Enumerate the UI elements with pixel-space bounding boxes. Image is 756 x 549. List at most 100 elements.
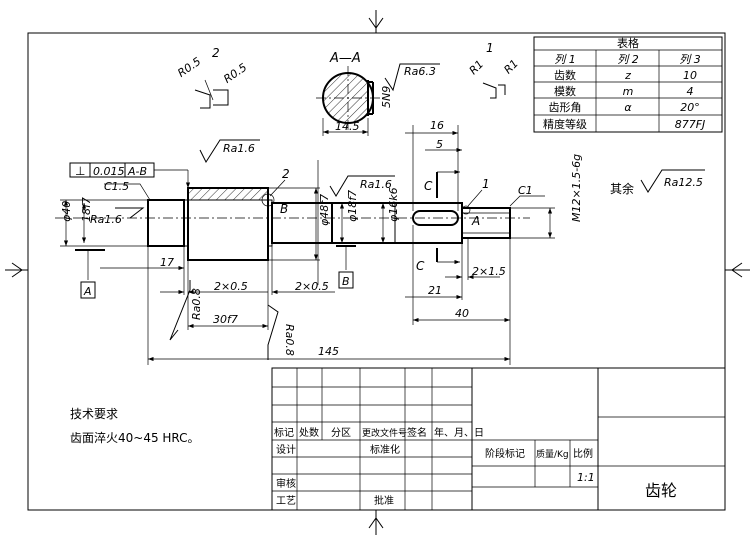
detail-view-2: 2 R0.5 R0.5 (175, 46, 249, 109)
dim-16-5: 16 5 (405, 119, 462, 211)
tb-weight: 质量/Kg (536, 448, 569, 460)
label-b: B (280, 202, 288, 216)
thread-spec: M12×1.5-6g (570, 154, 583, 222)
tb-date: 年、月、日 (434, 426, 484, 439)
shaft-main-view (55, 187, 530, 261)
dia-18f7-left: 18f7 (80, 197, 93, 222)
len-5: 5 (436, 138, 443, 151)
roughness-mid: Ra1.6 (329, 175, 395, 197)
tech-line-1: 齿面淬火40~45 HRC。 (70, 430, 200, 445)
ra-top: Ra1.6 (223, 142, 255, 155)
dim-145: 145 (148, 238, 511, 365)
tolerance-value: 0.015 (93, 165, 125, 178)
groove-2x05-b: 2×0.5 (295, 280, 329, 293)
roughness-bottom-2: Ra0.8 (267, 304, 296, 360)
len-145: 145 (318, 345, 339, 358)
tb-approve: 批准 (374, 494, 394, 507)
ra-bottom-1: Ra0.8 (190, 288, 203, 320)
mark-c-bottom: C (416, 259, 425, 273)
other-roughness-value: Ra12.5 (664, 176, 703, 189)
tb-sign: 签名 (407, 426, 427, 439)
tb-stage-mark: 阶段标记 (485, 447, 525, 460)
detail-2-r-left: R0.5 (175, 55, 203, 80)
len-30f7: 30f7 (213, 313, 238, 326)
detail-1-label: 1 (486, 41, 494, 55)
tb-review: 审核 (276, 477, 296, 490)
dim-right-bottom: 2×1.5 21 40 (405, 225, 510, 325)
roughness-left: Ra1.6 (90, 207, 145, 226)
section-roughness: Ra6.3 (404, 65, 436, 78)
title-block: 标记 处数 分区 更改文件号 签名 年、月、日 设计 标准化 阶段标记 质量/K… (271, 367, 726, 511)
dim-17: 17 (100, 246, 184, 365)
other-roughness-prefix: 其余 (610, 181, 634, 196)
other-roughness: 其余 Ra12.5 (610, 169, 705, 196)
chamfer-left: C1.5 (104, 180, 129, 193)
ra-left: Ra1.6 (90, 213, 122, 226)
section-width: 14.5 (335, 120, 360, 133)
mark-2: 2 (282, 167, 290, 181)
tb-scale-label: 比例 (573, 447, 593, 460)
section-label: A—A (329, 51, 361, 66)
roughness-top: Ra1.6 (199, 139, 260, 164)
tech-title: 技术要求 (70, 407, 118, 421)
table-header-1: 列 1 (554, 53, 576, 66)
datum-a: A (83, 285, 92, 298)
left-dimensions: φ40 18f7 C1.5 A (60, 180, 151, 299)
tb-mark: 标记 (274, 427, 294, 439)
dia-48f7: φ48f7 (318, 194, 331, 226)
table-header-3: 列 3 (679, 53, 701, 66)
dia-18f7-right: φ18f7 (346, 190, 359, 222)
dia-16k6: φ16k6 (387, 187, 400, 222)
table-cell: z (624, 69, 631, 82)
section-cut-c: C C (416, 169, 460, 273)
len-21: 21 (428, 284, 442, 297)
mark-c-top: C (424, 179, 433, 193)
table-header-2: 列 2 (617, 53, 639, 66)
table-cell: 877FJ (675, 118, 706, 131)
detail-1-r-right: R1 (501, 57, 521, 77)
dim-grooves: 2×0.5 2×0.5 30f7 (160, 246, 335, 330)
len-16: 16 (430, 119, 444, 132)
centering-marks (5, 10, 750, 535)
tb-count: 处数 (299, 426, 319, 439)
geometric-tolerance-frame: ⊥ 0.015 A-B (69, 162, 191, 188)
section-depth: 5N9 (380, 86, 393, 108)
ra-bottom-2: Ra0.8 (283, 324, 296, 356)
groove-2x15: 2×1.5 (472, 265, 506, 278)
label-a: A (471, 214, 480, 228)
tb-standard: 标准化 (370, 443, 400, 456)
table-cell: 模数 (554, 85, 576, 98)
dia-40: φ40 (60, 201, 73, 222)
table-cell: α (624, 101, 632, 114)
table-cell: 精度等级 (543, 117, 587, 131)
tb-zone: 分区 (331, 427, 351, 439)
perpendicularity-symbol: ⊥ (75, 164, 85, 178)
tech-requirements: 技术要求 齿面淬火40~45 HRC。 (70, 407, 200, 445)
detail-2-r-right: R0.5 (221, 61, 249, 86)
table-title: 表格 (617, 36, 639, 50)
mark-1: 1 (482, 177, 490, 191)
detail-2-label: 2 (212, 46, 220, 60)
table-cell: 齿形角 (549, 101, 582, 114)
tolerance-datum: A-B (127, 165, 147, 178)
tb-scale-value: 1:1 (577, 471, 595, 484)
len-40: 40 (455, 307, 469, 320)
tb-design: 设计 (276, 443, 296, 456)
datum-b: B (342, 275, 350, 288)
tb-process: 工艺 (276, 495, 296, 507)
ra-mid: Ra1.6 (360, 178, 392, 191)
groove-2x05-a: 2×0.5 (214, 280, 248, 293)
table-cell: 齿数 (554, 69, 576, 82)
diameter-dims: φ48f7 φ18f7 φ16k6 B (268, 160, 400, 289)
table-cell: 20° (680, 101, 700, 114)
table-cell: m (623, 85, 634, 98)
tb-part-name: 齿轮 (645, 481, 677, 500)
len-17: 17 (160, 256, 174, 269)
gear-table: 表格 列 1 列 2 列 3 齿数 z 10 模数 m 4 齿形角 α 20° … (533, 36, 723, 133)
detail-view-1: 1 R1 R1 (467, 41, 521, 99)
tb-change-doc: 更改文件号 (362, 427, 407, 439)
table-cell: 10 (683, 69, 697, 82)
table-cell: 4 (687, 85, 694, 98)
